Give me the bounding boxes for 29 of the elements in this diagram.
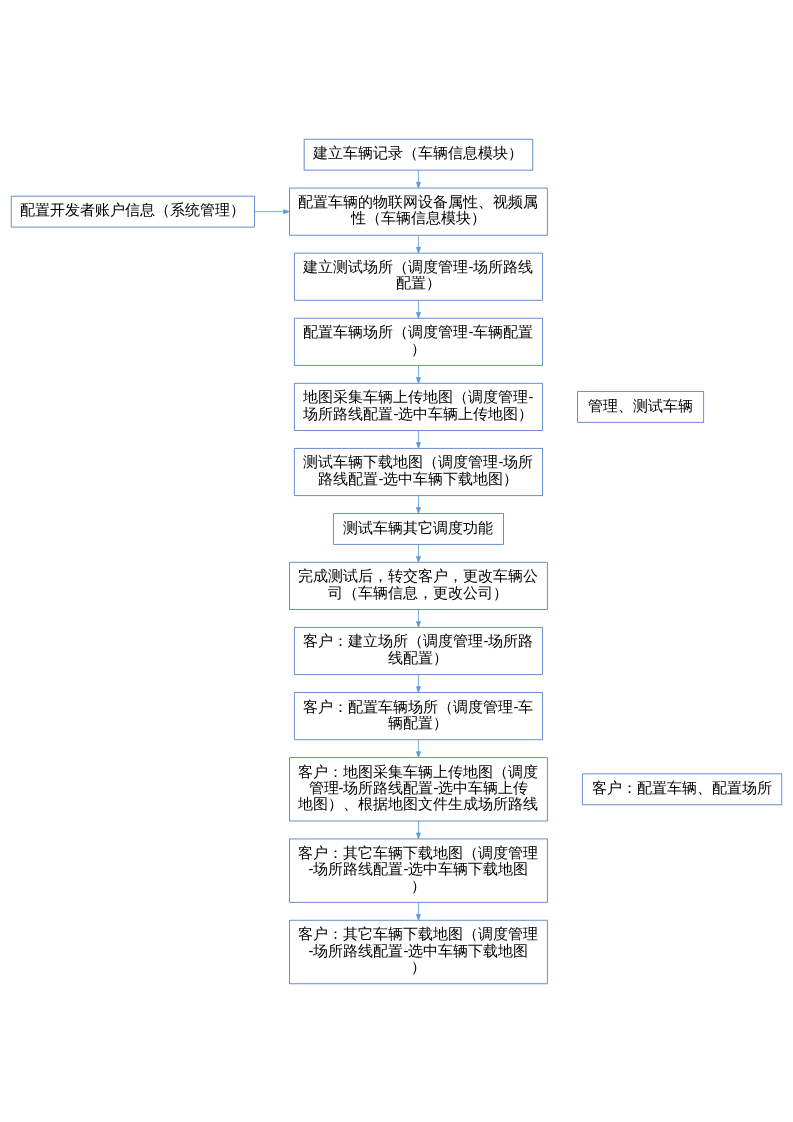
node-box: 客户：其它车辆下载地图（调度管理-场所路线配置-选中车辆下载地图） xyxy=(289,838,548,903)
node-box: 地图采集车辆上传地图（调度管理-场所路线配置-选中车辆上传地图） xyxy=(294,382,543,431)
node-box: 客户：建立场所（调度管理-场所路线配置） xyxy=(294,626,543,675)
arrow xyxy=(416,299,421,319)
node-box: 客户：其它车辆下载地图（调度管理-场所路线配置-选中车辆下载地图） xyxy=(289,919,548,984)
node-box: 完成测试后，转交客户，更改车辆公司（车辆信息，更改公司） xyxy=(289,561,548,610)
node-box: 客户：配置车辆、配置场所 xyxy=(582,772,783,805)
arrow xyxy=(416,543,421,563)
arrow xyxy=(254,208,290,214)
node-box: 客户：地图采集车辆上传地图（调度管理-场所路线配置-选中车辆上传地图）、根据地图文件生成场所路线 xyxy=(289,756,548,821)
node-box: 配置车辆场所（调度管理-车辆配置） xyxy=(294,317,543,366)
arrow xyxy=(416,673,421,693)
node-box: 测试车辆下载地图（调度管理-场所路线配置-选中车辆下载地图） xyxy=(294,447,543,496)
node-box: 配置开发者账户信息（系统管理） xyxy=(10,195,255,228)
node-box: 建立车辆记录（车辆信息模块） xyxy=(303,138,534,171)
node-box: 管理、测试车辆 xyxy=(577,390,705,423)
node-box: 客户：配置车辆场所（调度管理-车辆配置） xyxy=(294,691,543,740)
arrow xyxy=(416,901,421,920)
arrow xyxy=(416,739,421,758)
arrow xyxy=(416,494,421,514)
arrow xyxy=(416,820,421,839)
arrow xyxy=(416,234,421,253)
node-box: 建立测试场所（调度管理-场所路线配置） xyxy=(294,252,543,301)
arrow xyxy=(416,429,421,449)
node-box: 配置车辆的物联网设备属性、视频属性（车辆信息模块） xyxy=(289,187,548,236)
arrow xyxy=(416,364,421,384)
arrow xyxy=(416,169,421,188)
node-box: 测试车辆其它调度功能 xyxy=(333,512,504,545)
arrow xyxy=(416,608,421,628)
